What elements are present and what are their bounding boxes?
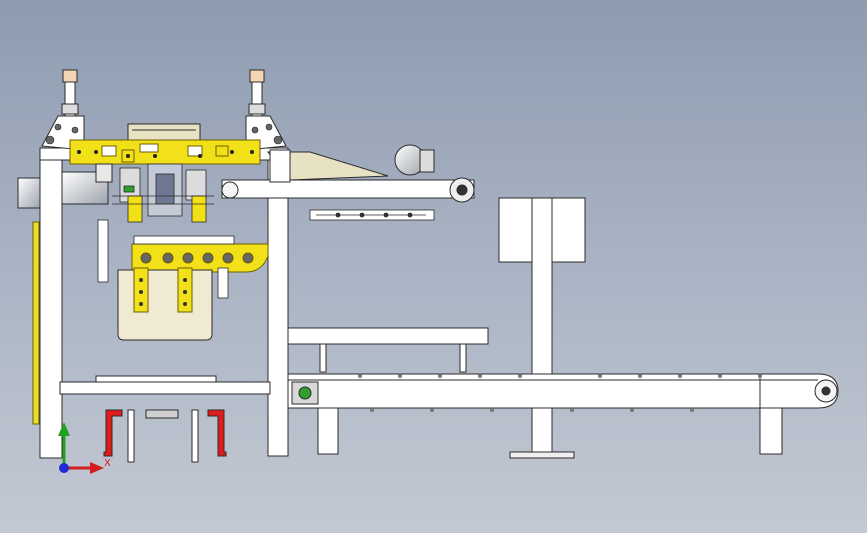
- sub-rail: [309, 209, 435, 221]
- crossbar-bolts: [77, 150, 254, 158]
- inner-crossbar: [95, 375, 217, 383]
- main-frame[interactable]: [39, 147, 289, 459]
- perforated-bars: [97, 219, 229, 299]
- base-stops: [103, 409, 227, 463]
- output-conveyor: [287, 373, 839, 455]
- pneumatic-cylinders: [61, 69, 266, 117]
- upper-feed-conveyor: [221, 149, 475, 203]
- z-axis-dot: [59, 463, 69, 473]
- lower-yellow-plate: [131, 243, 269, 273]
- support-strip: [133, 235, 235, 245]
- x-axis-head: [90, 462, 104, 474]
- x-axis-label: X: [104, 458, 111, 469]
- grip-mechanism: [112, 163, 214, 223]
- upper-motor: [394, 144, 435, 176]
- conveyor-rollers: [358, 374, 762, 412]
- side-motor: [17, 163, 113, 209]
- lower-crossbar: [59, 381, 271, 395]
- middle-table: [287, 327, 489, 373]
- y-axis-head: [58, 422, 70, 436]
- clamp-holes: [139, 278, 187, 306]
- side-guide-rail: [32, 221, 40, 425]
- bag: [117, 267, 213, 341]
- upper-yellow-crossbar: [69, 139, 261, 165]
- coordinate-triad: [58, 422, 104, 474]
- bracket-holes: [45, 123, 283, 145]
- display-stand: [498, 197, 586, 459]
